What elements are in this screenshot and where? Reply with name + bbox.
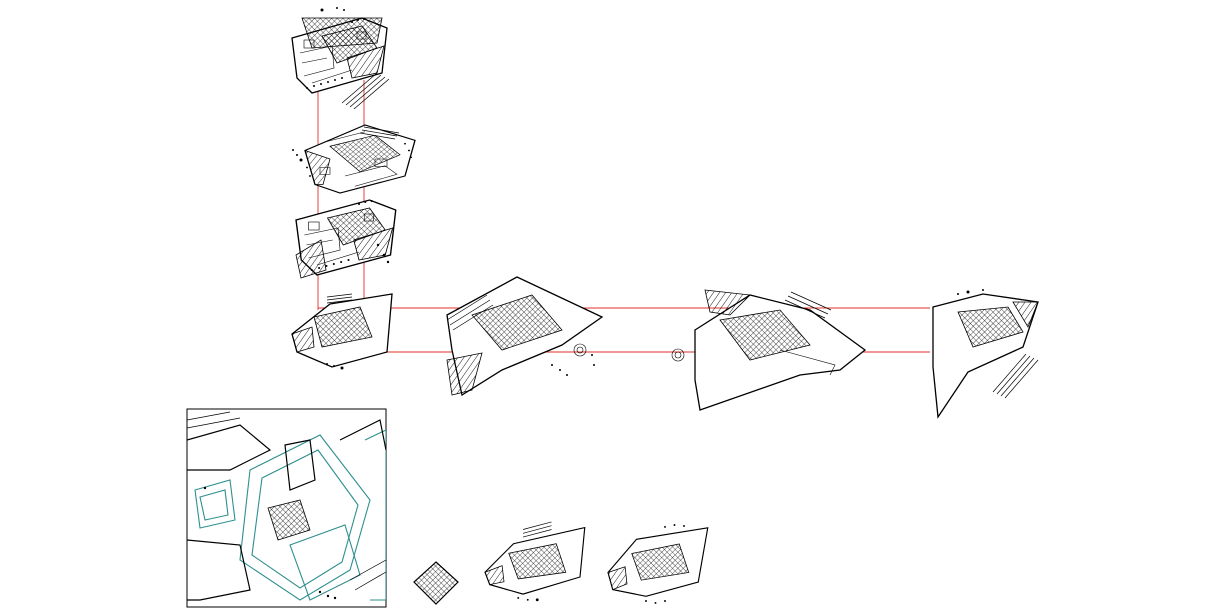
horizontal-row	[446, 276, 1039, 419]
vertical-stack	[291, 7, 416, 370]
stack-level-1	[291, 7, 390, 110]
row-plan-2	[671, 289, 867, 411]
thumbnail-diamond	[413, 561, 459, 605]
thumbnail-row	[413, 521, 709, 605]
row-plan-3	[932, 289, 1039, 419]
connector-lines	[317, 80, 930, 353]
stack-level-4	[291, 293, 393, 370]
site-plan-inset	[186, 408, 387, 608]
row-plan-1	[446, 276, 604, 397]
thumbnail-plan-2	[607, 524, 709, 604]
stack-level-3	[295, 199, 397, 279]
thumbnail-plan-1	[484, 521, 586, 602]
stack-level-2	[292, 124, 416, 194]
